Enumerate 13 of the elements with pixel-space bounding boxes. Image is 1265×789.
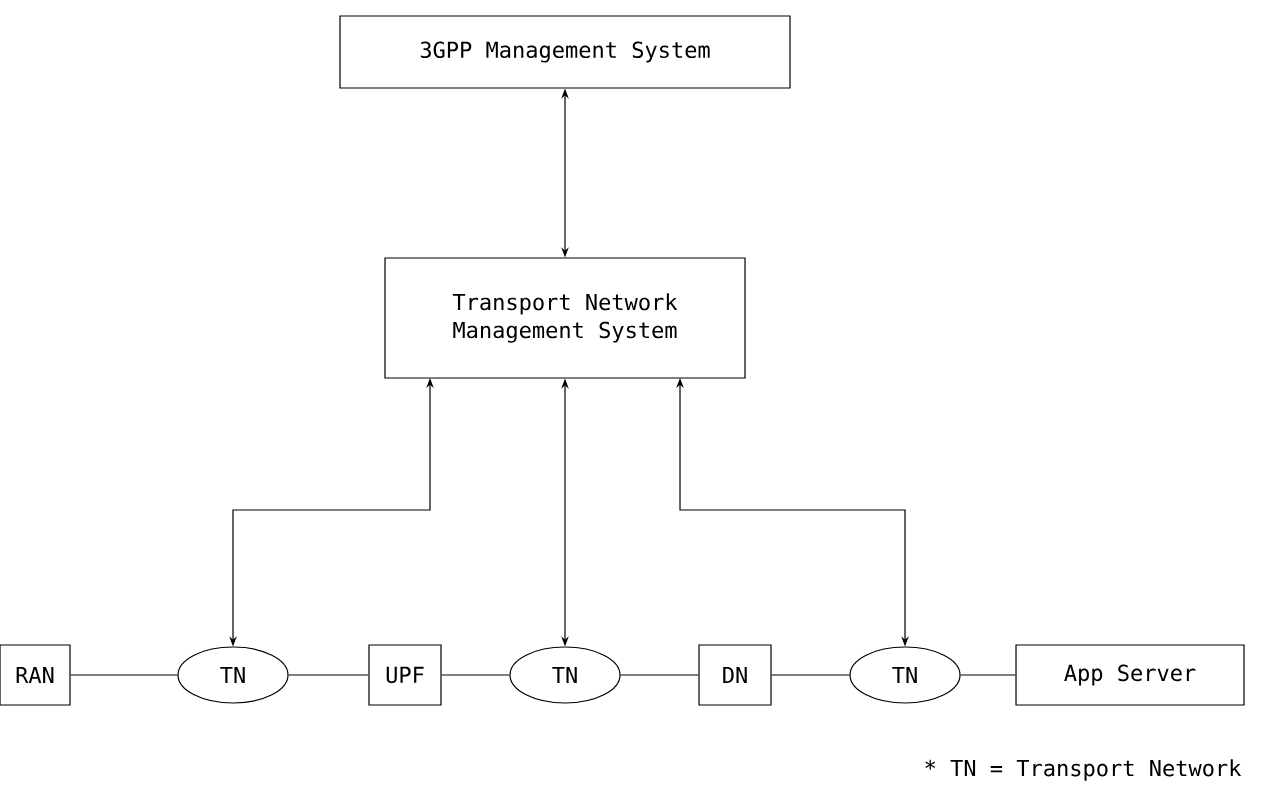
connector [288, 674, 369, 676]
system-box: RAN [0, 644, 71, 706]
connector [620, 674, 699, 676]
system-box: 3GPP Management System [339, 15, 791, 89]
connector [441, 674, 510, 676]
connector [70, 674, 178, 676]
connector [960, 674, 1016, 676]
system-box: Transport Network Management System [384, 257, 746, 379]
system-box: App Server [1015, 644, 1245, 706]
footnote: * TN = Transport Network [925, 759, 1242, 781]
system-box: DN [698, 644, 772, 706]
system-box: UPF [368, 644, 442, 706]
connector [771, 674, 850, 676]
